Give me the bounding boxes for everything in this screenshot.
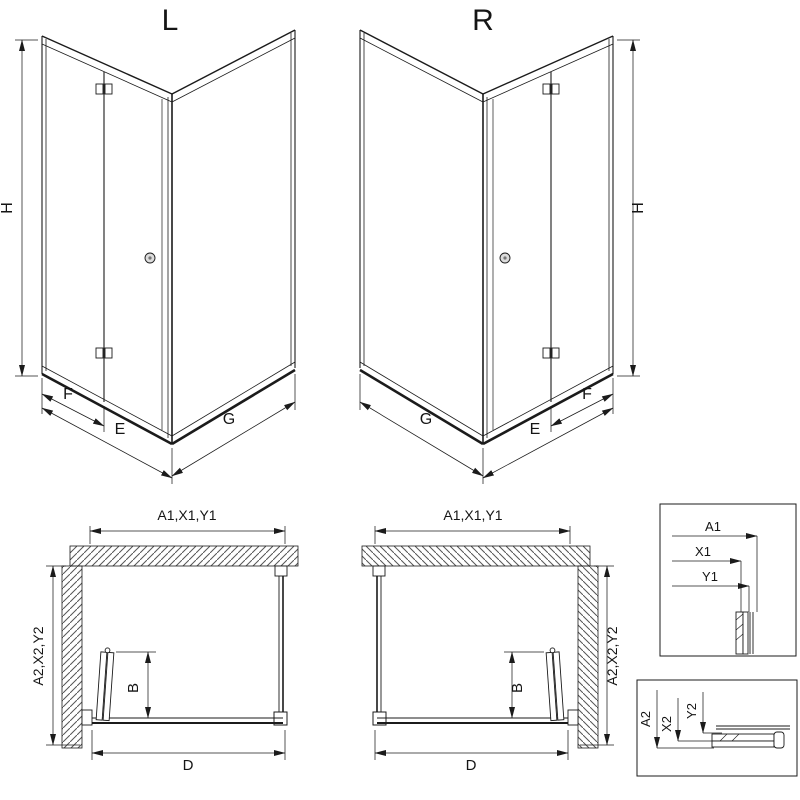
entry-dim-label-left: E [115, 421, 126, 438]
detail-a2-label: A2 [638, 711, 653, 727]
detail-box-bottom [636, 679, 798, 777]
detail-box-bottom-frame [636, 679, 798, 777]
detail-y2-label: Y2 [684, 703, 699, 719]
detail-box-top-frame [659, 503, 797, 657]
bottom-profile-section [711, 725, 790, 749]
door-width-dim-label-right: F [582, 386, 592, 403]
detail-box-top [659, 503, 797, 657]
iso-view-left [15, 30, 295, 484]
side-panel-dim-label-right: G [420, 411, 432, 428]
side-panel-dim-label-left: G [223, 411, 235, 428]
plan-depth-dim-label-left: A2,X2,Y2 [30, 626, 46, 685]
detail-bottom-dimension-lines [654, 690, 722, 749]
height-dim-label-left: H [0, 202, 16, 214]
plan-top-dim-label-left: A1,X1,Y1 [157, 507, 216, 523]
door-span-dim-label-left: D [183, 757, 194, 774]
detail-x2-label: X2 [659, 716, 674, 732]
entry-dim-label-right: E [530, 421, 541, 438]
iso-view-right [360, 30, 640, 484]
height-dim-label-right: H [630, 202, 647, 214]
variant-label-right: R [472, 4, 494, 37]
plan-view-left [46, 526, 298, 760]
variant-label-left: L [162, 4, 179, 37]
plan-view-right [362, 526, 614, 760]
door-width-dim-label-left: F [63, 386, 73, 403]
labels: L R H F E G H F E G A1,X1,Y1 A2,X2,Y2 B … [0, 4, 721, 774]
wall-profile-section [735, 611, 754, 655]
plan-top-dim-label-right: A1,X1,Y1 [443, 507, 502, 523]
plan-depth-dim-label-right: A2,X2,Y2 [604, 626, 620, 685]
detail-y1-label: Y1 [702, 569, 718, 584]
detail-top-dimension-lines [672, 533, 758, 612]
door-projection-dim-label-right: B [509, 683, 526, 693]
detail-a1-label: A1 [705, 519, 721, 534]
door-projection-dim-label-left: B [125, 683, 142, 693]
detail-x1-label: X1 [695, 544, 711, 559]
door-span-dim-label-right: D [466, 757, 477, 774]
